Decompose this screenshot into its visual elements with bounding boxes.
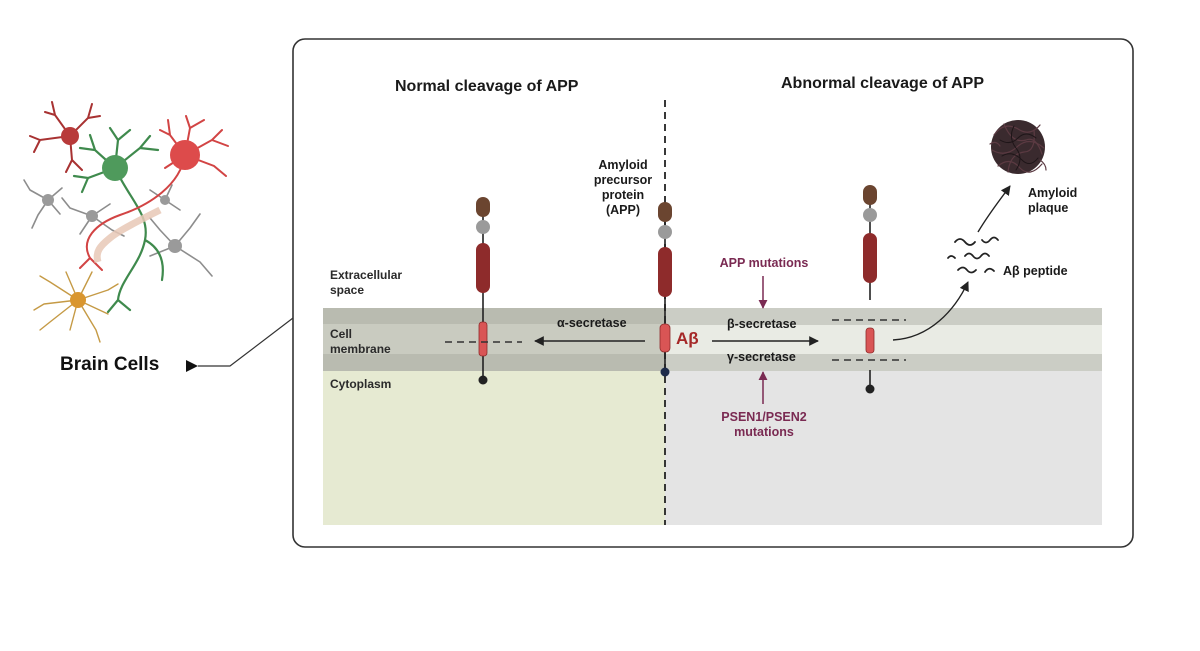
plaque-formation-arrow [977,185,1011,233]
membrane-right-bottom [665,354,1102,371]
orange-astrocyte [33,271,119,343]
app-abnormal [832,185,906,394]
title-normal-cleavage: Normal cleavage of APP [395,78,579,95]
label-gamma-secretase: γ-secretase [727,350,796,364]
label-abeta-peptide: Aβ peptide [1003,264,1068,278]
connector-line [198,317,294,367]
green-neuron [72,126,164,314]
abeta-release-arrow [892,281,969,341]
abeta-peptide-icon [947,236,999,274]
myelin-axon [93,206,162,264]
cytoplasm-left-bg [323,371,665,525]
brain-cells-illustration [23,101,229,343]
red-neuron-large [79,115,229,271]
red-neuron-small [29,101,101,173]
label-alpha-secretase: α-secretase [557,316,627,330]
brain-cells-label: Brain Cells [60,354,160,375]
label-cell-membrane: Cell membrane [330,327,391,356]
grey-neurons [23,179,213,277]
membrane-right-mid [665,325,1102,354]
label-psen-mutations: PSEN1/PSEN2 mutations [721,410,807,439]
app-center [658,202,672,377]
membrane-inner-left [323,324,665,354]
label-abeta: Aβ [676,329,699,348]
label-beta-secretase: β-secretase [727,317,797,331]
app-normal [445,197,522,385]
label-cytoplasm: Cytoplasm [330,377,392,391]
label-amyloid-plaque: Amyloid plaque [1028,186,1078,215]
title-abnormal-cleavage: Abnormal cleavage of APP [781,75,985,92]
amyloid-plaque-icon [989,120,1047,174]
pointer-triangle-icon [186,360,198,372]
label-amyloid-precursor-protein: Amyloid precursor protein (APP) [593,158,653,217]
label-app-mutations: APP mutations [719,256,809,270]
cytoplasm-right-bg [665,371,1102,525]
membrane-right-top [665,308,1102,325]
label-extracellular-space: Extracellular space [330,268,403,297]
